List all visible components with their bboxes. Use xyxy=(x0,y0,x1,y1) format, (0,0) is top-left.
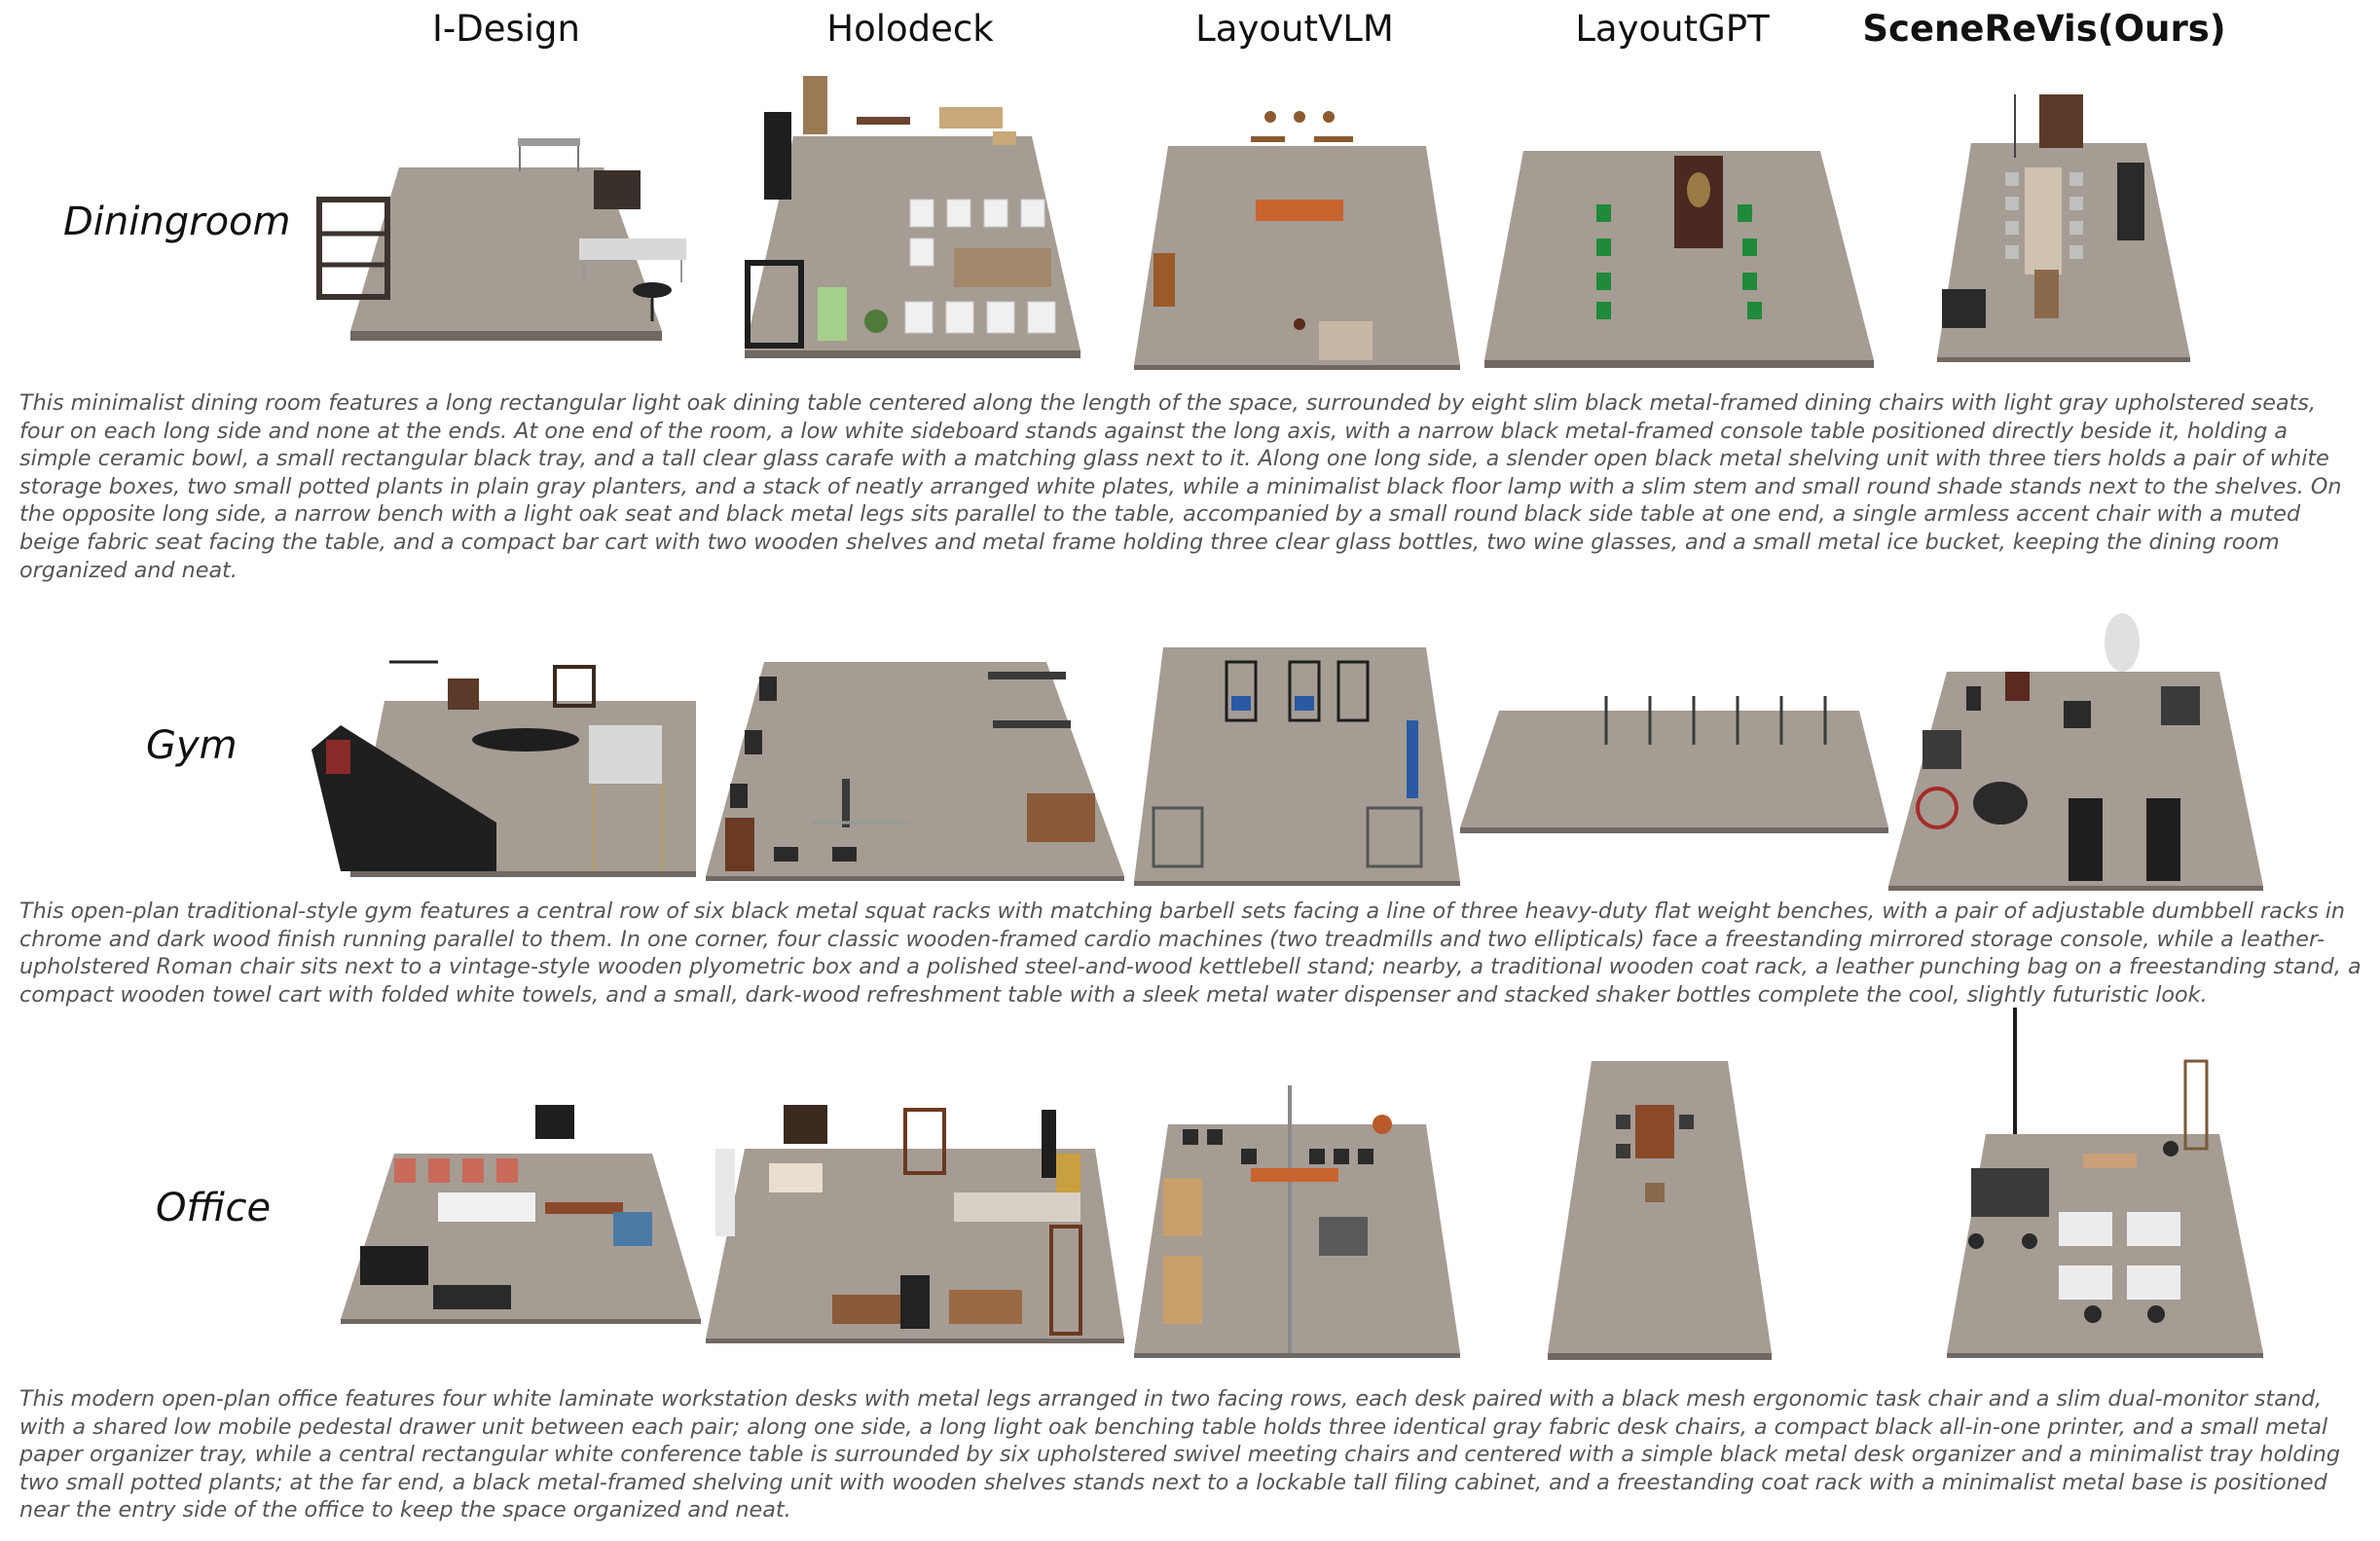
row-label-diningroom: Diningroom xyxy=(63,200,291,244)
column-header-scenerevis: SceneReVis(Ours) xyxy=(1862,8,2226,50)
render-diningroom-holodeck xyxy=(740,68,1090,360)
render-office-layoutvlm xyxy=(1134,1081,1460,1358)
column-header-idesign: I-Design xyxy=(431,8,580,50)
column-header-layoutvlm: LayoutVLM xyxy=(1195,8,1394,50)
render-office-holodeck xyxy=(706,1100,1124,1343)
caption-gym: This open-plan traditional-style gym fea… xyxy=(19,899,2362,1008)
row-label-gym: Gym xyxy=(146,723,238,768)
caption-diningroom: This minimalist dining room features a l… xyxy=(19,390,2342,583)
render-gym-holodeck xyxy=(706,642,1124,881)
column-header-layoutgpt: LayoutGPT xyxy=(1575,8,1770,50)
render-diningroom-idesign xyxy=(311,127,701,350)
column-header-holodeck: Holodeck xyxy=(826,8,994,50)
render-office-scenerevis xyxy=(1947,1003,2268,1358)
render-gym-idesign xyxy=(311,647,701,881)
render-gym-layoutgpt xyxy=(1460,691,1888,837)
render-office-idesign xyxy=(341,1100,701,1324)
render-diningroom-scenerevis xyxy=(1937,90,2268,362)
render-gym-layoutvlm xyxy=(1134,642,1460,886)
row-label-office: Office xyxy=(156,1186,272,1230)
render-gym-scenerevis xyxy=(1888,613,2273,891)
render-office-layoutgpt xyxy=(1548,1056,1781,1363)
caption-office: This modern open-plan office features fo… xyxy=(19,1386,2341,1523)
render-diningroom-layoutgpt xyxy=(1484,146,1874,370)
render-diningroom-layoutvlm xyxy=(1134,102,1460,370)
